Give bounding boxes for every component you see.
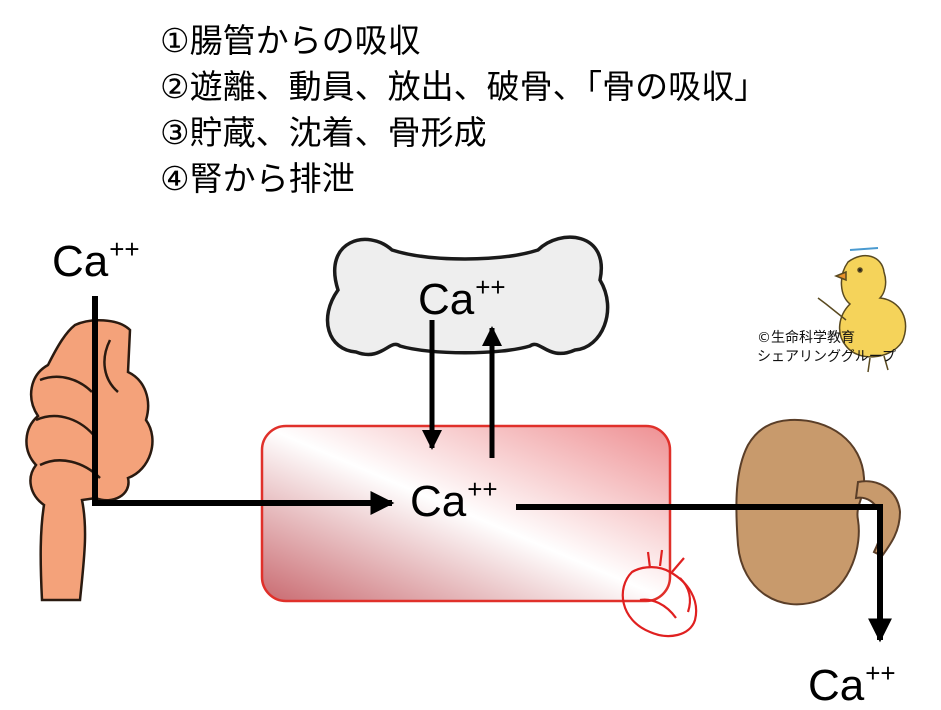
kidney-icon: [735, 418, 902, 606]
intestine-icon: [25, 319, 154, 602]
calcium-ion-excreted: Ca++: [808, 658, 896, 710]
step-2-bone-resorption: ②遊離、動員、放出、破骨、「骨の吸収」: [160, 67, 768, 106]
step-3-bone-formation: ③貯蔵、沈着、骨形成: [160, 113, 487, 152]
credit-line-2: シェアリンググループ: [757, 349, 896, 365]
credit-line-1: ©生命科学教育: [757, 330, 855, 346]
heart-icon: [621, 549, 698, 638]
calcium-ion-bone: Ca++: [418, 272, 506, 324]
copyright-credit: ©生命科学教育 シェアリンググループ: [757, 329, 896, 367]
process-list: ①腸管からの吸収 ②遊離、動員、放出、破骨、「骨の吸収」 ③貯蔵、沈着、骨形成 …: [160, 18, 767, 202]
arrow-excretion: [516, 504, 892, 643]
calcium-ion-blood: Ca++: [410, 474, 498, 526]
calcium-ion-intestine: Ca++: [52, 234, 140, 286]
step-4-renal-excretion: ④腎から排泄: [160, 159, 355, 198]
bone-icon: [325, 235, 610, 357]
arrow-absorption: [92, 296, 395, 515]
chick-icon: [817, 247, 907, 373]
step-1-intestinal-absorption: ①腸管からの吸収: [160, 21, 421, 60]
blood-compartment: [260, 424, 672, 603]
